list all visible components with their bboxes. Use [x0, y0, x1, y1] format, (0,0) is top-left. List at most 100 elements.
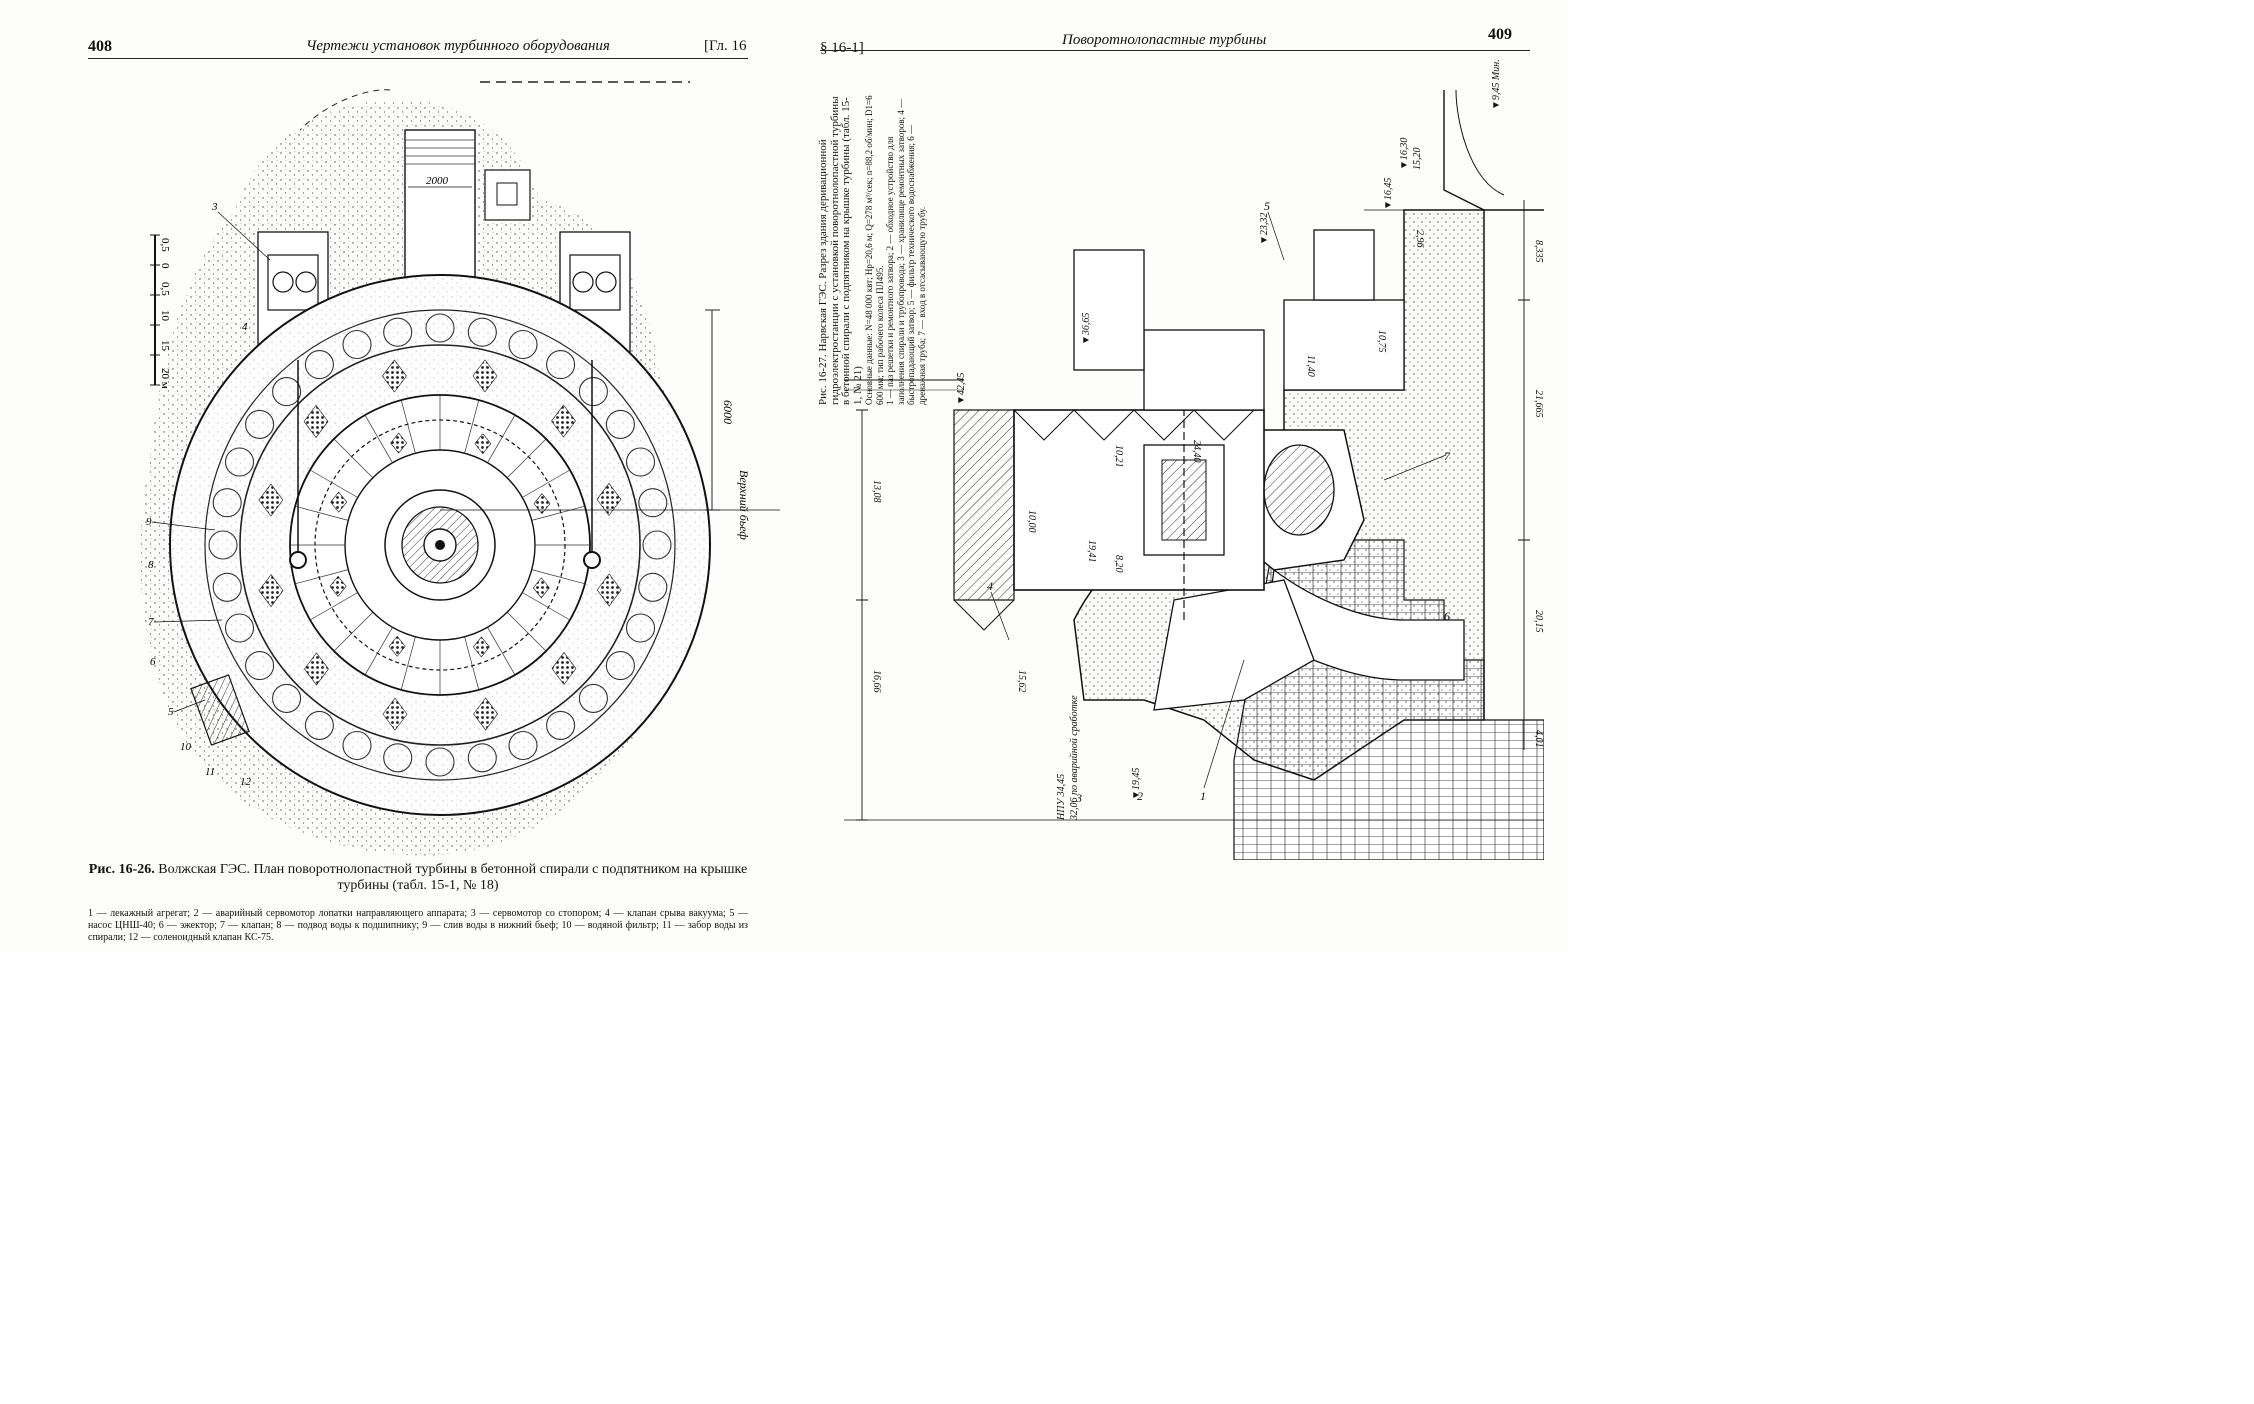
radial-rib — [400, 636, 416, 690]
concrete-pier — [382, 359, 407, 393]
radial-rib — [464, 400, 480, 454]
radial-rib — [487, 414, 516, 463]
guide-vane-servomotor — [212, 488, 242, 518]
figure-title: Волжская ГЭС. План поворотнолопастной ту… — [158, 862, 748, 893]
guide-vane-servomotor — [578, 683, 608, 713]
guide-vane-servomotor — [224, 447, 255, 477]
guide-vane-servomotor — [272, 683, 302, 713]
callout-3: 3 — [211, 201, 218, 213]
radial-rib — [309, 469, 358, 498]
left-chapter: [Гл. 16 — [704, 38, 747, 54]
callout-9: 9 — [146, 516, 152, 528]
guide-vane-servomotor — [245, 409, 275, 439]
figure-legend: 1 — лекажный агрегат; 2 — аварийный серв… — [88, 908, 748, 943]
guide-vane-servomotor — [467, 743, 497, 773]
radial-rib — [531, 569, 585, 585]
guide-vane-servomotor — [224, 613, 255, 643]
inner-pier — [330, 491, 348, 513]
guide-vane-servomotor — [642, 530, 672, 560]
guide-vane-servomotor — [508, 329, 538, 360]
left-header-rule — [88, 58, 748, 59]
dim-1140: 11,40 — [1305, 355, 1316, 377]
scale-tick: 0,5 — [159, 282, 171, 296]
concrete-pier — [551, 404, 576, 438]
dim-1000: 10,00 — [1026, 510, 1037, 533]
right-section: § 16-1] — [820, 40, 864, 56]
figure-16-26-caption: Рис. 16-26. Волжская ГЭС. План поворотно… — [88, 862, 748, 944]
guide-vane-servomotor — [245, 651, 275, 681]
inner-pier — [329, 575, 347, 597]
concrete-pier — [473, 697, 498, 731]
inner-pier — [472, 636, 490, 658]
label-npu: НПУ 34,45 — [1056, 774, 1067, 821]
dim-1941: 19,41 — [1086, 540, 1097, 563]
concrete-pier — [304, 652, 329, 686]
hydro-plant-section-drawing: ▼9,45 Мин.УНБ ▼16,30 15,20 ▼16,45 ▼23,32… — [844, 60, 1544, 860]
radial-rib — [333, 611, 374, 652]
radial-rib — [522, 592, 571, 621]
guide-vane-servomotor — [625, 447, 656, 477]
callout-3: 3 — [1075, 791, 1082, 805]
dim-1562: 15,62 — [1016, 670, 1027, 693]
concrete-pier — [258, 574, 284, 608]
radial-rib — [464, 636, 480, 690]
callout-7: 7 — [148, 616, 154, 628]
callout-11: 11 — [205, 766, 215, 778]
dim-6000: 6000 — [721, 400, 735, 424]
dim-8335: 8,335 — [1533, 240, 1544, 263]
figure-16-27-caption: Рис. 16-27. Нарвская ГЭС. Разрез здания … — [817, 95, 948, 405]
dim-21665: 21,665 — [1533, 390, 1544, 418]
guide-vane-servomotor — [605, 409, 635, 439]
scale-tick: 20 м — [159, 368, 171, 389]
figure-data: Основные данные: N=48 000 квт; Hр=20,6 м… — [864, 95, 885, 405]
elev-1645: ▼16,45 — [1383, 178, 1394, 210]
radial-rib — [531, 505, 585, 521]
figure-legend: 1 — паз решетки и ремонтного затвора; 2 … — [885, 98, 927, 405]
dim-1075: 10,75 — [1376, 330, 1387, 353]
radial-rib — [364, 414, 393, 463]
guide-vane-servomotor — [342, 329, 372, 360]
inner-pier — [388, 635, 406, 657]
callout-8: 8 — [148, 559, 154, 571]
guide-vane-servomotor — [508, 730, 538, 761]
concrete-pier — [303, 404, 329, 438]
left-page-number: 408 — [88, 38, 112, 55]
right-page-number: 409 — [1488, 26, 1512, 43]
inner-pier — [474, 433, 492, 455]
guide-vane-servomotor — [625, 613, 656, 643]
dim-1308: 13,08 — [871, 480, 882, 503]
guide-vane-servomotor — [638, 572, 668, 602]
guide-vane-servomotor — [638, 488, 668, 518]
callout-1: 1 — [1200, 789, 1206, 803]
right-running-title: Поворотнолопастные турбины — [1062, 32, 1267, 48]
guide-vane-servomotor — [546, 350, 576, 380]
concrete-pier — [596, 482, 622, 516]
elev-1630: ▼16,30 — [1399, 138, 1410, 170]
left-page: 408 Чертежи установок турбинного оборудо… — [0, 0, 784, 954]
guide-vane-servomotor — [304, 710, 334, 740]
callout-4: 4 — [242, 321, 248, 333]
guide-vane-servomotor — [208, 530, 238, 560]
guide-vane-servomotor — [272, 377, 302, 407]
dim-296: 2,96 — [1414, 230, 1425, 248]
radial-rib — [295, 569, 349, 585]
concrete-pier — [596, 573, 622, 607]
callout-6: 6 — [1444, 609, 1450, 623]
guide-vane-servomotor — [212, 572, 242, 602]
concrete-pier — [382, 697, 408, 731]
elev-1520: 15,20 — [1412, 148, 1423, 171]
guide-vane-servomotor — [383, 317, 413, 347]
radial-rib — [522, 469, 571, 498]
callout-10: 10 — [180, 741, 192, 753]
elev-4245: ▼42,45 — [956, 373, 967, 405]
side-label-upper-pool: Верхний бьеф — [737, 470, 751, 540]
radial-rib — [309, 592, 358, 621]
guide-vane-servomotor — [467, 317, 497, 347]
guide-vane-servomotor — [425, 747, 455, 777]
scale-tick: 15 — [159, 340, 171, 352]
guide-vane-servomotor — [383, 743, 413, 773]
left-running-title: Чертежи установок турбинного оборудовани… — [306, 38, 610, 54]
radial-rib — [295, 505, 349, 521]
inner-pier — [533, 493, 551, 515]
guide-vane-servomotor — [578, 377, 608, 407]
